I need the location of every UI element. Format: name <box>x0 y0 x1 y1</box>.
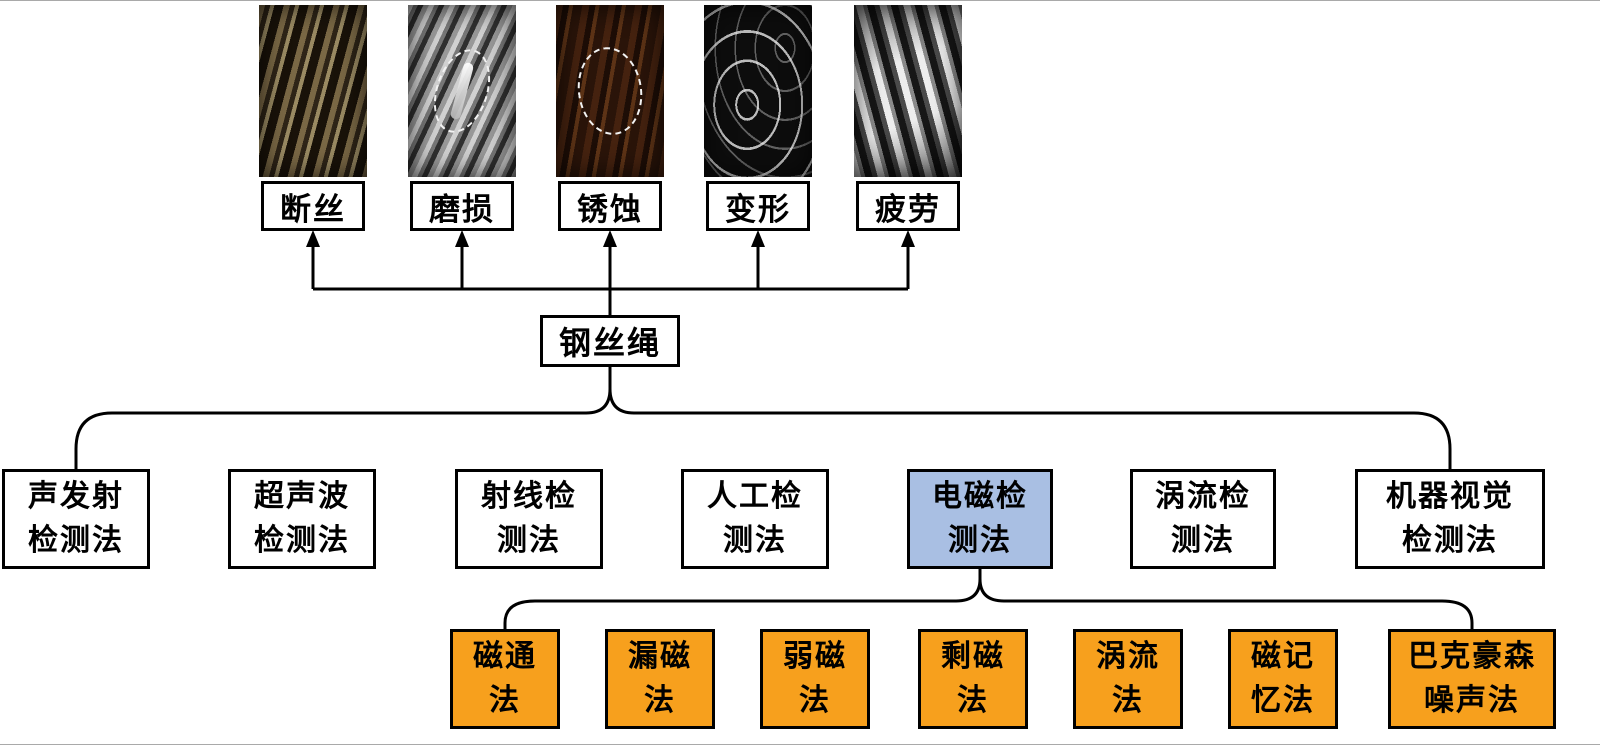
defect-label-deformation: 变形 <box>706 181 810 231</box>
submethod-text-line2: 法 <box>799 684 831 717</box>
defect-label-wear: 磨损 <box>410 181 514 231</box>
method-text-line2: 检测法 <box>1402 524 1498 557</box>
defect-label-corrosion: 锈蚀 <box>558 181 662 231</box>
defect-highlight-ellipse <box>572 42 648 140</box>
defect-label-text: 锈蚀 <box>577 191 643 227</box>
method-text-line1: 涡流检 <box>1155 480 1251 513</box>
method-text-line1: 射线检 <box>481 480 577 513</box>
method-acoustic-emission: 声发射 检测法 <box>2 469 150 569</box>
root-label-text: 钢丝绳 <box>558 325 661 361</box>
submethod-text-line2: 法 <box>957 684 989 717</box>
submethod-barkhausen-noise: 巴克豪森 噪声法 <box>1388 629 1556 729</box>
submethod-weak-magnetic: 弱磁 法 <box>760 629 870 729</box>
method-ultrasonic: 超声波 检测法 <box>228 469 376 569</box>
submethod-text-line1: 磁通 <box>473 640 537 673</box>
deformation-photo <box>704 5 812 177</box>
method-machine-vision: 机器视觉 检测法 <box>1355 469 1545 569</box>
defect-label-fatigue: 疲劳 <box>856 181 960 231</box>
corrosion-photo <box>556 5 664 177</box>
submethod-eddy-current: 涡流 法 <box>1073 629 1183 729</box>
method-text-line1: 电磁检 <box>932 480 1028 513</box>
defect-highlight-ellipse <box>423 42 501 140</box>
method-text-line2: 测法 <box>497 524 561 557</box>
fatigue-photo <box>854 5 962 177</box>
method-text-line2: 检测法 <box>28 524 124 557</box>
broken-wire-photo <box>259 5 367 177</box>
defect-label-text: 变形 <box>725 191 791 227</box>
method-manual: 人工检 测法 <box>681 469 829 569</box>
submethod-text-line2: 法 <box>644 684 676 717</box>
defect-label-text: 疲劳 <box>875 191 941 227</box>
method-text-line1: 声发射 <box>28 480 124 513</box>
submethod-text-line2: 噪声法 <box>1424 684 1520 717</box>
submethod-text-line1: 漏磁 <box>628 640 692 673</box>
submethod-flux-leakage: 漏磁 法 <box>605 629 715 729</box>
submethod-text-line1: 巴克豪森 <box>1408 640 1536 673</box>
method-text-line2: 测法 <box>948 524 1012 557</box>
submethod-text-line2: 忆法 <box>1251 684 1315 717</box>
submethod-text-line2: 法 <box>489 684 521 717</box>
submethod-text-line2: 法 <box>1112 684 1144 717</box>
method-text-line2: 检测法 <box>254 524 350 557</box>
submethod-text-line1: 涡流 <box>1096 640 1160 673</box>
submethod-magnetic-flux: 磁通 法 <box>450 629 560 729</box>
wear-photo <box>408 5 516 177</box>
submethod-residual-magnetism: 剩磁 法 <box>918 629 1028 729</box>
method-text-line2: 测法 <box>1171 524 1235 557</box>
submethod-text-line1: 剩磁 <box>941 640 1005 673</box>
submethod-magnetic-memory: 磁记 忆法 <box>1228 629 1338 729</box>
defect-label-text: 断丝 <box>280 191 346 227</box>
submethod-text-line1: 弱磁 <box>783 640 847 673</box>
method-eddy-current: 涡流检 测法 <box>1130 469 1276 569</box>
method-radiographic: 射线检 测法 <box>455 469 603 569</box>
method-text-line1: 超声波 <box>254 480 350 513</box>
method-text-line1: 机器视觉 <box>1386 480 1514 513</box>
method-text-line1: 人工检 <box>707 480 803 513</box>
defect-label-broken-wire: 断丝 <box>261 181 365 231</box>
root-node-wire-rope: 钢丝绳 <box>540 315 680 367</box>
submethod-text-line1: 磁记 <box>1251 640 1315 673</box>
method-text-line2: 测法 <box>723 524 787 557</box>
defect-label-text: 磨损 <box>429 191 495 227</box>
method-electromagnetic-highlighted: 电磁检 测法 <box>907 469 1053 569</box>
